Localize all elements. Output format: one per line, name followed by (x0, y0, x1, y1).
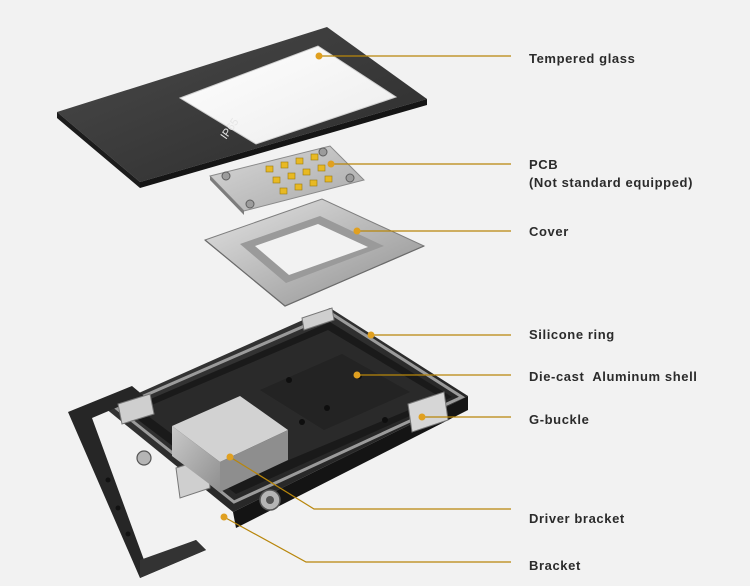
leader-dots (220, 52, 426, 521)
cable-gland (136, 450, 281, 511)
pcb-part (209, 145, 365, 215)
bracket-part (68, 386, 206, 578)
label-bracket: Bracket (529, 558, 581, 573)
driver-bracket-part (172, 396, 288, 492)
leader-bracket (223, 516, 511, 563)
tempered-glass-part: IP65 (57, 27, 427, 188)
label-tempered-glass: Tempered glass (529, 51, 636, 66)
label-g-buckle: G-buckle (529, 412, 590, 427)
label-silicone-ring: Silicone ring (529, 327, 615, 342)
cover-part (203, 198, 426, 307)
label-aluminum-shell: Die-cast Aluminum shell (529, 369, 698, 384)
label-pcb: PCB (529, 157, 559, 172)
label-pcb-note: (Not standard equipped) (529, 175, 694, 190)
leader-driver-bracket (229, 456, 511, 510)
leader-lines (223, 55, 511, 563)
label-cover: Cover (529, 224, 569, 239)
label-driver-bracket: Driver bracket (529, 511, 625, 526)
